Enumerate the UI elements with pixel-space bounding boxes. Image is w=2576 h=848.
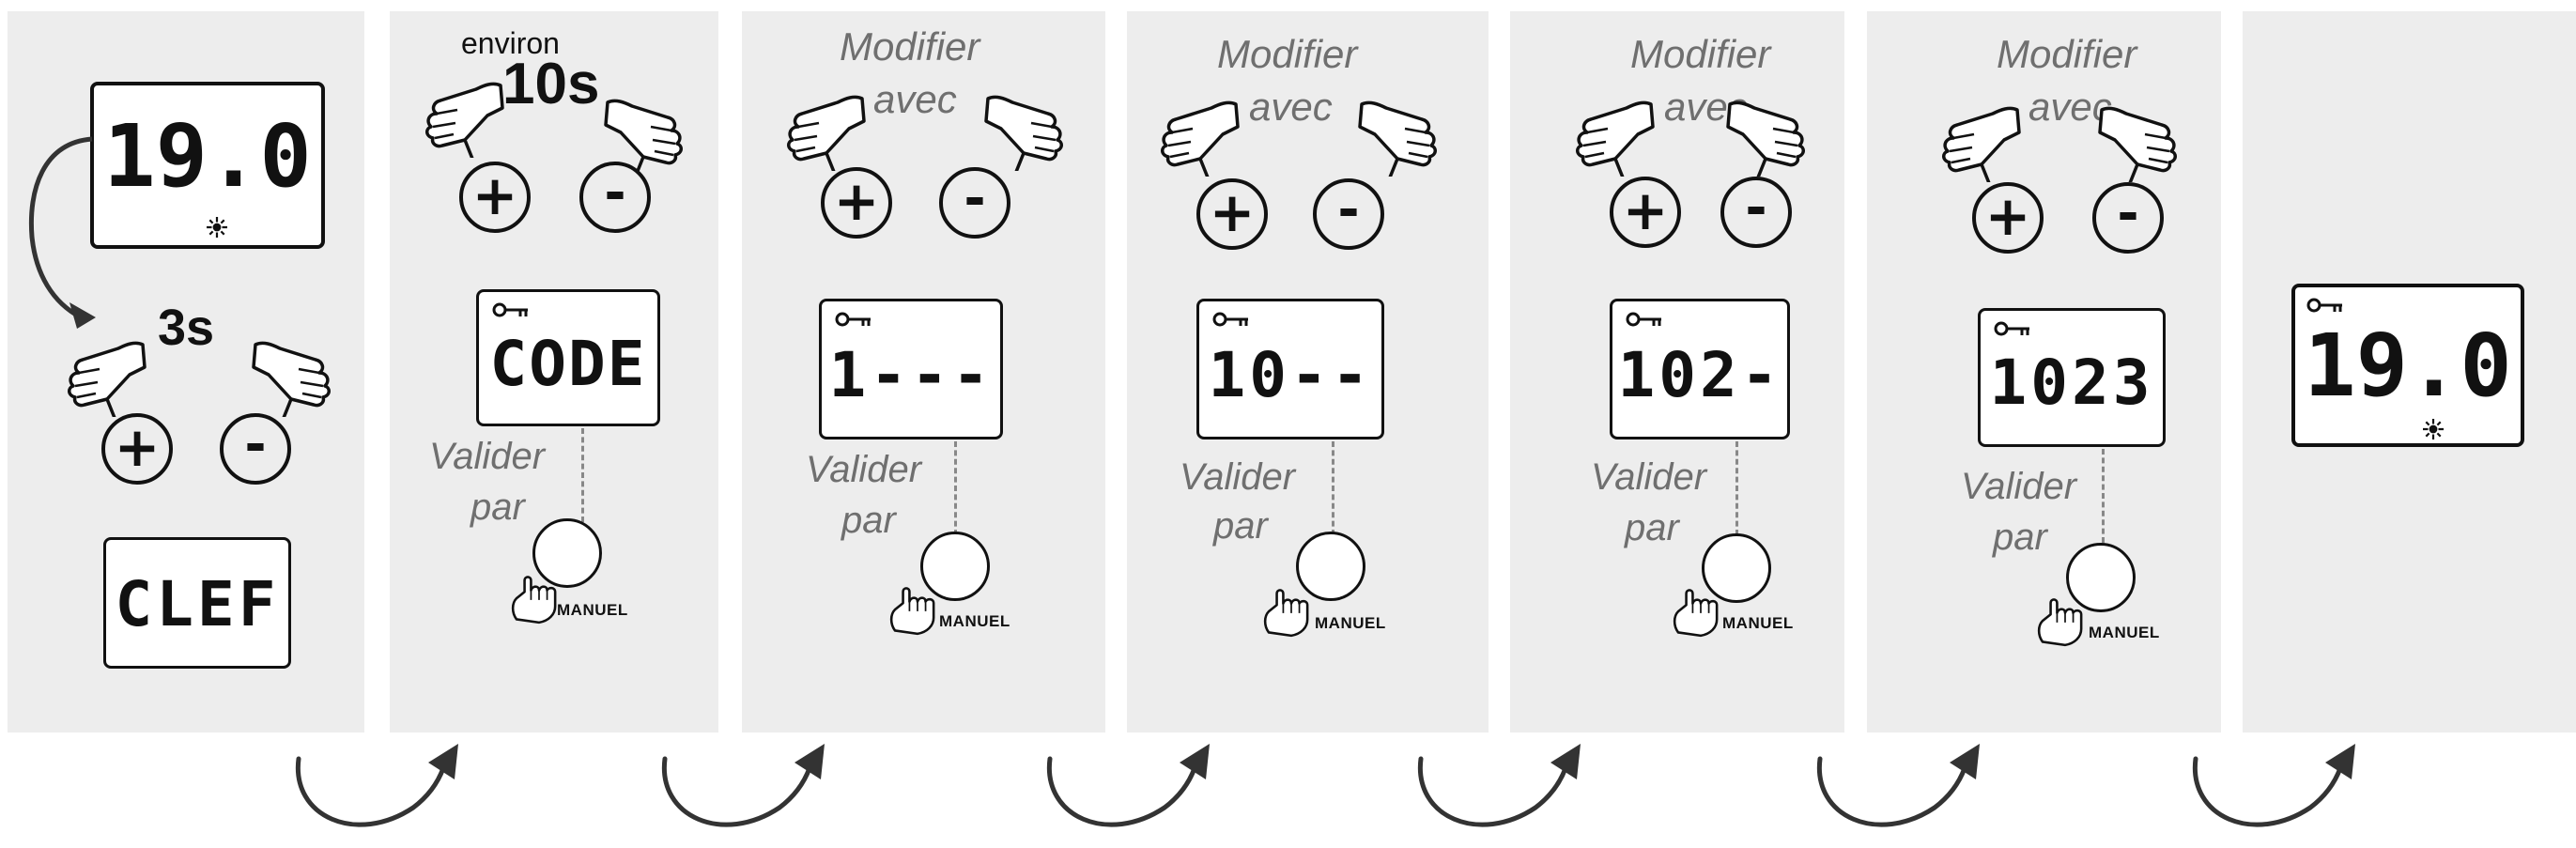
- pointing-hand-icon: [1350, 92, 1454, 177]
- pointing-hand-icon: [1719, 92, 1822, 177]
- connector-line: [581, 428, 584, 522]
- instruction-label: avec: [2028, 85, 2112, 129]
- pointing-hand-icon: [1925, 98, 2028, 182]
- curved-arrow-icon: [1404, 742, 1592, 845]
- lcd-display-code: 1---: [819, 299, 1003, 439]
- sun-icon: [2423, 419, 2444, 439]
- connector-line: [954, 441, 957, 535]
- key-icon: [2306, 297, 2344, 314]
- validate-label: Valider: [1961, 466, 2077, 507]
- connector-line: [2102, 449, 2105, 543]
- lcd-display-temperature: 19.0: [90, 82, 325, 249]
- lcd-text: CODE: [489, 328, 647, 400]
- manuel-button[interactable]: [1296, 532, 1365, 601]
- plus-button[interactable]: +: [101, 413, 173, 485]
- lcd-text: 1---: [828, 339, 994, 411]
- minus-button[interactable]: -: [2092, 182, 2164, 254]
- validate-label: par: [470, 486, 525, 528]
- manuel-label: MANUEL: [2089, 624, 2160, 641]
- instruction-label: avec: [873, 77, 957, 121]
- pointing-hand-icon: [409, 73, 512, 158]
- panel-6: Modifier avec + - 1023 Valider par MANUE…: [1867, 11, 2221, 732]
- validate-label: Valider: [1591, 456, 1707, 498]
- lcd-display-code: 1023: [1978, 308, 2166, 447]
- lcd-text: 19.0: [2304, 316, 2512, 416]
- validate-label: Valider: [1180, 456, 1296, 498]
- panel-3: Modifier avec + - 1--- Valider par MANUE…: [742, 11, 1105, 732]
- key-icon: [1626, 311, 1663, 328]
- minus-button[interactable]: -: [220, 413, 291, 485]
- lcd-display-code: 102-: [1610, 299, 1790, 439]
- pointing-hand-icon: [2090, 98, 2194, 182]
- sun-icon: [207, 217, 227, 238]
- lcd-display-code: 10--: [1196, 299, 1384, 439]
- plus-button[interactable]: +: [1610, 177, 1681, 248]
- pointing-hand-icon: [244, 332, 347, 417]
- minus-button[interactable]: -: [1313, 178, 1384, 250]
- plus-button[interactable]: +: [459, 162, 531, 233]
- hold-time-label: 3s: [158, 300, 215, 356]
- instruction-label: Modifier: [840, 24, 980, 69]
- instruction-label: avec: [1249, 85, 1333, 129]
- pointing-hand-icon: [51, 332, 154, 417]
- timer-value: 10s: [502, 52, 600, 116]
- panel-1: 19.0 3s + - CLEF: [8, 11, 364, 732]
- manuel-button[interactable]: [2066, 543, 2136, 612]
- curved-arrow-icon: [28, 136, 96, 329]
- curved-arrow-icon: [282, 742, 470, 845]
- pointing-hand-icon: [770, 86, 873, 171]
- manuel-button[interactable]: [920, 532, 990, 601]
- lcd-text: 10--: [1208, 339, 1373, 411]
- key-icon: [492, 301, 530, 318]
- curved-arrow-icon: [2179, 742, 2367, 845]
- manuel-label: MANUEL: [1315, 614, 1386, 632]
- lcd-text: 102-: [1617, 339, 1782, 411]
- validate-label: par: [1993, 517, 2047, 558]
- lcd-text: 19.0: [103, 106, 312, 207]
- connector-line: [1332, 441, 1334, 535]
- panel-7: 19.0: [2243, 11, 2576, 732]
- lcd-display-clef: CLEF: [103, 537, 291, 669]
- validate-label: par: [1213, 505, 1268, 547]
- curved-arrow-icon: [1033, 742, 1221, 845]
- timer-label: environ: [461, 26, 560, 60]
- key-icon: [835, 311, 872, 328]
- manuel-button[interactable]: [1702, 533, 1771, 603]
- lcd-display-temperature: 19.0: [2291, 284, 2524, 447]
- panel-4: Modifier avec + - 10-- Valider par MANUE…: [1127, 11, 1489, 732]
- key-icon: [1212, 311, 1250, 328]
- plus-button[interactable]: +: [1196, 178, 1268, 250]
- instruction-label: Modifier: [1630, 32, 1771, 76]
- plus-button[interactable]: +: [821, 167, 892, 239]
- manuel-button[interactable]: [532, 518, 602, 588]
- validate-label: par: [841, 500, 896, 541]
- minus-button[interactable]: -: [1720, 177, 1792, 248]
- manuel-label: MANUEL: [1722, 614, 1794, 632]
- curved-arrow-icon: [648, 742, 836, 845]
- panel-5: Modifier avec + - 102- Valider par MANUE…: [1510, 11, 1844, 732]
- manuel-label: MANUEL: [939, 612, 1010, 630]
- plus-button[interactable]: +: [1972, 182, 2044, 254]
- validate-label: Valider: [806, 449, 922, 490]
- instruction-label: Modifier: [1217, 32, 1358, 76]
- pointing-hand-icon: [1559, 92, 1662, 177]
- validate-label: par: [1625, 507, 1679, 548]
- curved-arrow-icon: [1803, 742, 1991, 845]
- connector-line: [1735, 441, 1738, 535]
- validate-label: Valider: [429, 436, 546, 477]
- manuel-label: MANUEL: [557, 601, 628, 619]
- lcd-display-code: CODE: [476, 289, 660, 426]
- instruction-label: Modifier: [1997, 32, 2137, 76]
- lcd-text: CLEF: [115, 568, 280, 640]
- key-icon: [1994, 320, 2031, 337]
- pointing-hand-icon: [1144, 92, 1247, 177]
- minus-button[interactable]: -: [939, 167, 1010, 239]
- lcd-text: 1023: [1989, 347, 2154, 419]
- panel-2: environ 10s + - CODE Valider par MANUEL: [390, 11, 718, 732]
- minus-button[interactable]: -: [579, 162, 651, 233]
- pointing-hand-icon: [977, 86, 1080, 171]
